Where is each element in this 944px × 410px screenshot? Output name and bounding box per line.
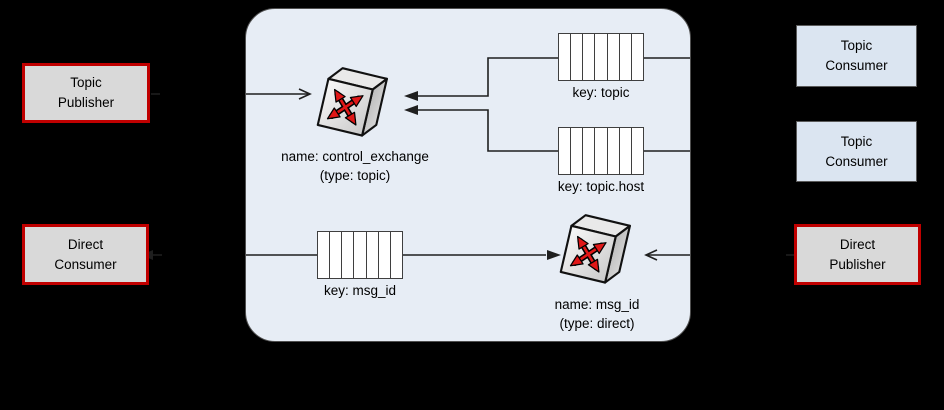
queue-msg-id-label: key: msg_id [323, 283, 397, 298]
queue-cell [559, 34, 572, 80]
queue-topic-host [558, 127, 644, 175]
queue-cell [559, 128, 572, 174]
direct-consumer-label: Direct Consumer [54, 236, 117, 272]
topic-exchange-name: name: control_exchange [281, 149, 429, 164]
direct-exchange-icon [559, 204, 637, 292]
queue-cell [342, 232, 355, 278]
queue-cell [318, 232, 331, 278]
queue-cell [330, 232, 343, 278]
queue-cell [620, 34, 632, 80]
queue-cell [632, 128, 643, 174]
queue-cell [354, 232, 367, 278]
queue-topic-host-label: key: topic.host [557, 179, 645, 194]
direct-consumer-box: Direct Consumer [22, 224, 149, 285]
direct-exchange-name: name: msg_id [554, 297, 640, 312]
topic-consumer-label-2: Topic Consumer [825, 133, 888, 169]
topic-consumer-box-1: Topic Consumer [796, 25, 917, 87]
queue-msg-id [317, 231, 403, 279]
queue-topic [558, 33, 644, 81]
topic-consumer-label-1: Topic Consumer [825, 38, 888, 73]
queue-topic-label: key: topic [572, 85, 630, 100]
queue-cell [571, 128, 584, 174]
queue-cell [571, 34, 584, 80]
queue-cell [595, 128, 608, 174]
topic-exchange-icon [316, 57, 394, 145]
queue-cell [608, 34, 620, 80]
queue-cell [367, 232, 379, 278]
queue-cell [379, 232, 391, 278]
queue-cell [608, 128, 620, 174]
topic-exchange-type: (type: topic) [319, 168, 391, 183]
direct-publisher-label: Direct Publisher [829, 236, 886, 272]
direct-publisher-box: Direct Publisher [794, 224, 921, 285]
queue-cell [620, 128, 632, 174]
queue-cell [632, 34, 643, 80]
direct-exchange-type: (type: direct) [559, 316, 635, 331]
topic-publisher-label: Topic Publisher [57, 75, 115, 110]
topic-consumer-box-2: Topic Consumer [796, 121, 917, 182]
topic-publisher-box: Topic Publisher [22, 63, 150, 123]
queue-cell [583, 128, 596, 174]
queue-cell [583, 34, 596, 80]
queue-cell [391, 232, 402, 278]
queue-cell [595, 34, 608, 80]
